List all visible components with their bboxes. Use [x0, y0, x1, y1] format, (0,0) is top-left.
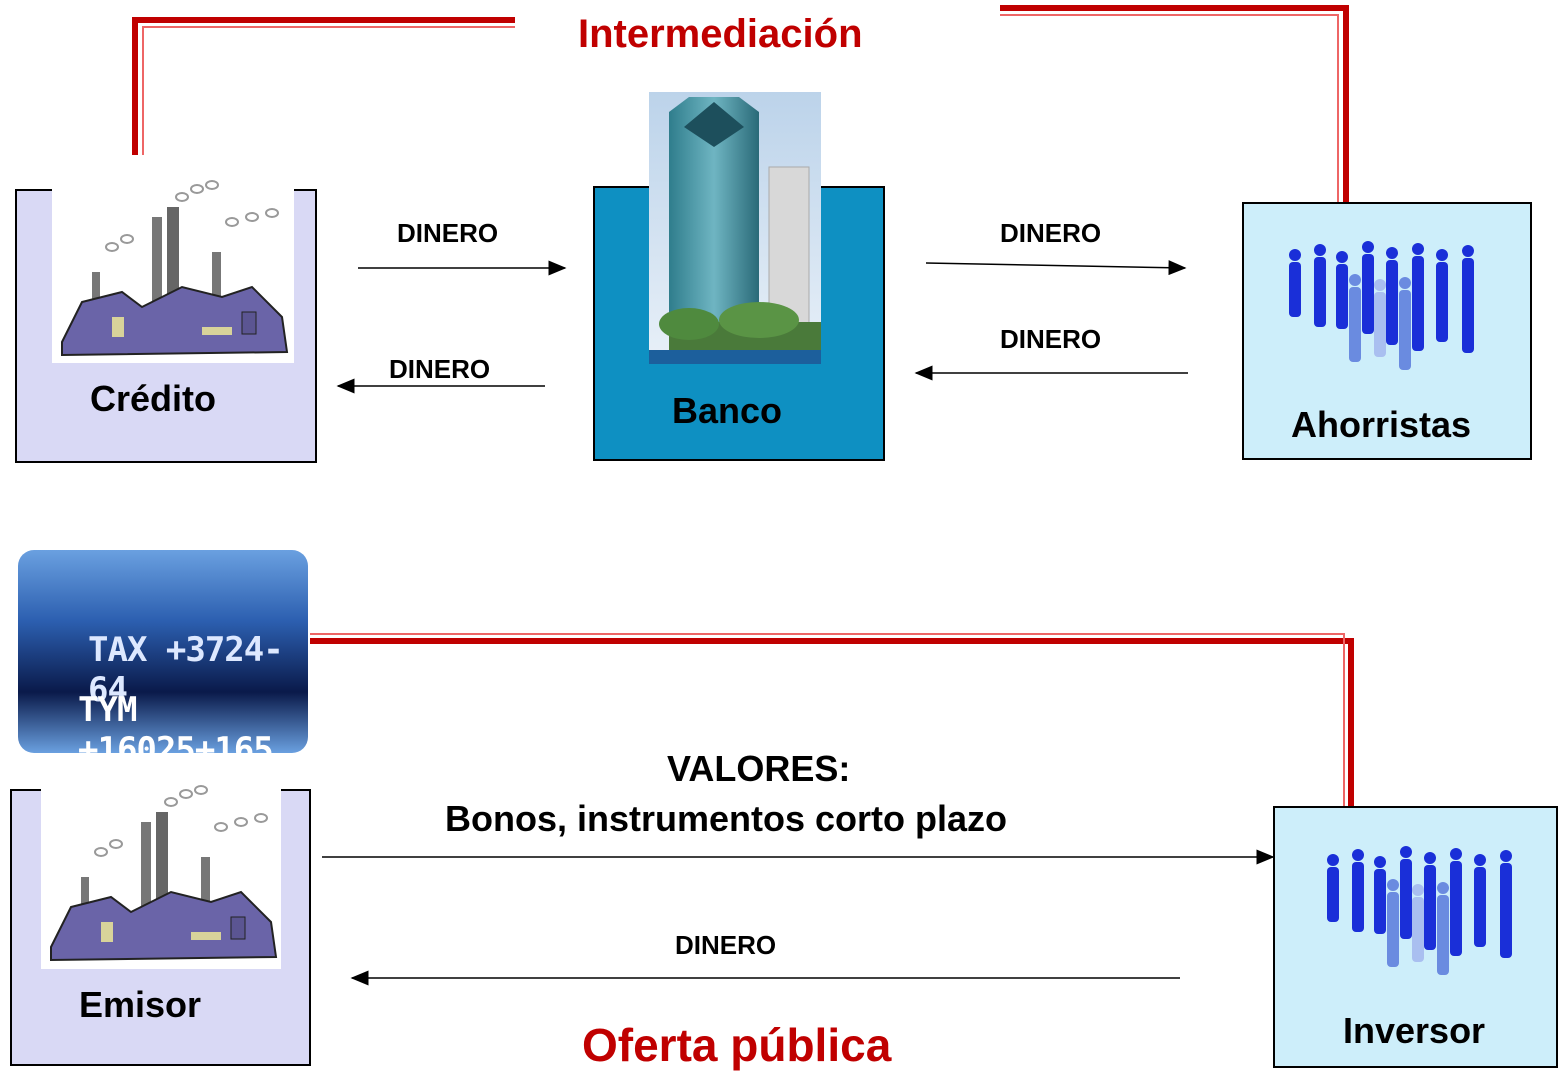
- arrow-bank-to-savers: [925, 260, 1187, 276]
- securities-description: Bonos, instrumentos corto plazo: [445, 798, 1008, 839]
- issuer-label: Emisor: [79, 984, 202, 1025]
- money-label-savers-to-bank: DINERO: [1000, 324, 1102, 354]
- ticker-line-1: TAX +3724-64: [88, 630, 284, 710]
- intermediation-line: [132, 17, 515, 155]
- securities-heading: VALORES:: [667, 748, 851, 789]
- money-label-bank-to-savers: DINERO: [1000, 218, 1102, 248]
- people-crowd-icon: [1289, 241, 1474, 370]
- ticker-line-2: TYM +16025+165: [78, 690, 274, 753]
- public-offer-title: Oferta pública: [582, 1019, 892, 1071]
- investor-label: Inversor: [1343, 1010, 1486, 1051]
- public-offer-line: [310, 638, 1354, 808]
- bank-building-image: [649, 92, 821, 364]
- people-crowd-icon: [1327, 846, 1512, 975]
- factory-icon: [41, 782, 281, 969]
- bank-label: Banco: [672, 390, 783, 431]
- credit-label: Crédito: [90, 378, 216, 419]
- stock-ticker-image: TAX +3724-64 TYM +16025+165: [18, 550, 308, 753]
- intermediation-line-right: [1000, 5, 1349, 202]
- money-label-credit-to-bank: DINERO: [397, 218, 499, 248]
- savers-label: Ahorristas: [1291, 404, 1472, 445]
- factory-icon: [52, 177, 294, 363]
- money-label-investor-to-issuer: DINERO: [675, 930, 777, 960]
- money-label-bank-to-credit: DINERO: [389, 354, 491, 384]
- intermediation-title: Intermediación: [578, 12, 863, 56]
